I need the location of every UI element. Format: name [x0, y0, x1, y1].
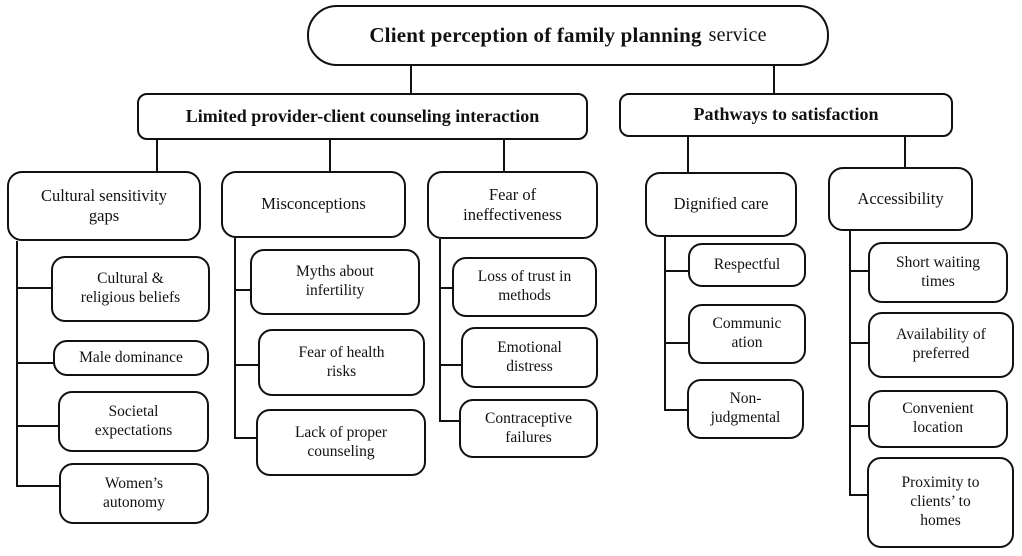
connector-stub: [439, 287, 453, 289]
leaf-societal-expectations: Societal expectations: [58, 391, 209, 452]
leaf-respectful: Respectful: [688, 243, 806, 287]
connector-stub: [234, 364, 259, 366]
root-node: Client perception of family planning ser…: [307, 5, 829, 66]
connector-stub: [16, 362, 54, 364]
root-title: Client perception of family planning: [369, 22, 702, 47]
group-misconceptions: Misconceptions: [221, 171, 406, 238]
branch-pathways-satisfaction: Pathways to satisfaction: [619, 93, 953, 137]
connector-stub: [849, 494, 868, 496]
connector-stub: [16, 425, 59, 427]
group-dignified-care: Dignified care: [645, 172, 797, 237]
leaf-myths-about-infertility: Myths about infertility: [250, 249, 420, 315]
connector-root-left: [410, 66, 412, 94]
connector-root-right: [773, 66, 775, 94]
connector-stub: [16, 485, 60, 487]
connector-spine-fear: [439, 239, 441, 421]
connector-spine-dignified: [664, 237, 666, 410]
connector-stub: [234, 437, 257, 439]
branch-limited-counseling: Limited provider-client counseling inter…: [137, 93, 588, 140]
connector-branch1-group1: [156, 140, 158, 172]
leaf-availability-of-preferred: Availability of preferred: [868, 312, 1014, 378]
connector-spine-misconceptions: [234, 238, 236, 439]
leaf-contraceptive-failures: Contraceptive failures: [459, 399, 598, 458]
connector-branch2-group1: [687, 137, 689, 173]
leaf-proximity-to-clients-homes: Proximity to clients’ to homes: [867, 457, 1014, 548]
leaf-convenient-location: Convenient location: [868, 390, 1008, 448]
connector-stub: [849, 270, 869, 272]
connector-stub: [16, 287, 53, 289]
leaf-male-dominance: Male dominance: [53, 340, 209, 376]
connector-stub: [664, 270, 689, 272]
connector-stub: [849, 342, 869, 344]
connector-stub: [664, 409, 688, 411]
leaf-cultural-religious-beliefs: Cultural & religious beliefs: [51, 256, 210, 322]
leaf-non-judgmental: Non- judgmental: [687, 379, 804, 439]
connector-stub: [439, 420, 460, 422]
connector-stub: [439, 364, 462, 366]
leaf-communication: Communic ation: [688, 304, 806, 364]
leaf-short-waiting-times: Short waiting times: [868, 242, 1008, 303]
connector-spine-cultural: [16, 241, 18, 487]
connector-branch2-group2: [904, 137, 906, 168]
group-cultural-sensitivity-gaps: Cultural sensitivity gaps: [7, 171, 201, 241]
connector-branch1-group3: [503, 140, 505, 172]
connector-spine-accessibility: [849, 231, 851, 495]
connector-stub: [234, 289, 251, 291]
leaf-loss-of-trust-in-methods: Loss of trust in methods: [452, 257, 597, 317]
leaf-fear-of-health-risks: Fear of health risks: [258, 329, 425, 396]
group-accessibility: Accessibility: [828, 167, 973, 231]
leaf-womens-autonomy: Women’s autonomy: [59, 463, 209, 524]
connector-branch1-group2: [329, 140, 331, 172]
connector-stub: [849, 425, 869, 427]
group-fear-of-ineffectiveness: Fear of ineffectiveness: [427, 171, 598, 239]
leaf-emotional-distress: Emotional distress: [461, 327, 598, 388]
root-title-suffix: service: [708, 24, 767, 47]
connector-stub: [664, 342, 689, 344]
leaf-lack-of-proper-counseling: Lack of proper counseling: [256, 409, 426, 476]
